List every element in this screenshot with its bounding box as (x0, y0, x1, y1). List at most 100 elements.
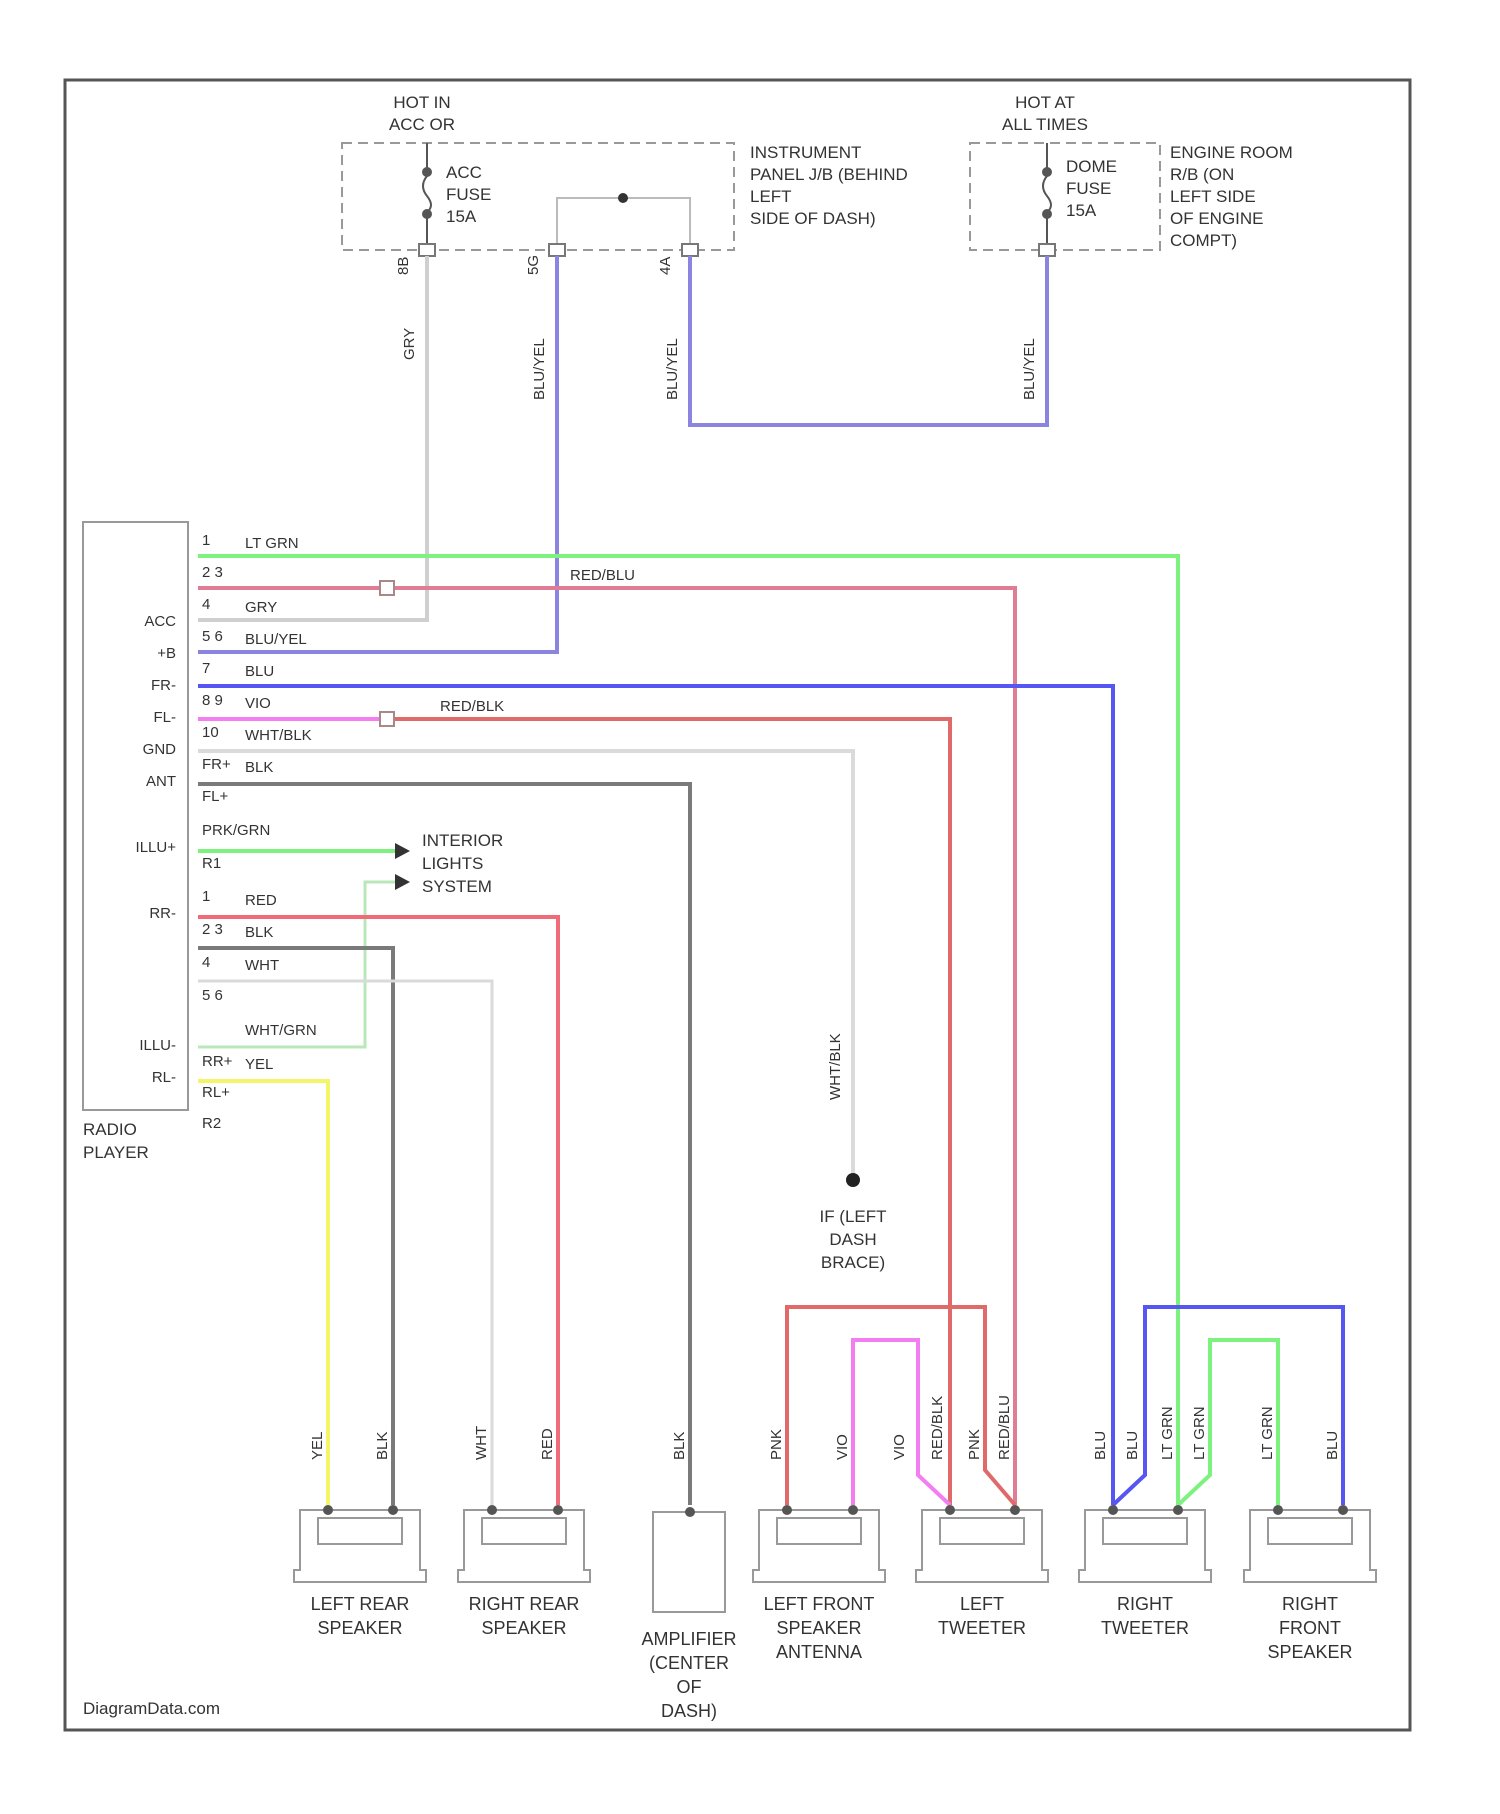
radio-wire-red-blu: RED/BLU (570, 567, 635, 584)
rt-wire-4: LT GRN (1191, 1406, 1208, 1460)
side-label-gnd: GND (143, 741, 177, 758)
ip-jb-internal-bus (557, 193, 690, 248)
lt-wire-1: VIO (891, 1434, 908, 1460)
ipjb-line-4: SIDE OF DASH) (750, 209, 876, 228)
speaker-icon (1244, 1510, 1376, 1582)
ground-line-2: DASH (829, 1230, 876, 1249)
acc-fuse-label: ACC FUSE 15A (446, 163, 491, 226)
ipjb-line-1: INSTRUMENT (750, 143, 861, 162)
side-label-illu-minus: ILLU- (139, 1037, 176, 1054)
engine-room-relay-block (970, 143, 1160, 250)
side-label-rr-minus: RR- (149, 905, 176, 922)
lfs-wire-1: PNK (768, 1429, 785, 1460)
component-right-front-speaker: RIGHT FRONT SPEAKER (1267, 1594, 1352, 1662)
radio-pin-rr-plus: RR+ (202, 1053, 233, 1070)
speaker-icon (753, 1510, 885, 1582)
radio-wire-red: RED (245, 892, 277, 909)
rfs-caption-2: FRONT (1279, 1618, 1341, 1638)
rt-wire-3: LT GRN (1159, 1406, 1176, 1460)
component-left-rear-speaker: LEFT REAR SPEAKER (311, 1594, 410, 1638)
lt-wire-3: PNK (966, 1429, 983, 1460)
component-left-front-speaker-antenna: LEFT FRONT SPEAKER ANTENNA (764, 1594, 875, 1662)
interior-line-1: INTERIOR (422, 831, 503, 850)
wire-blu-main (198, 686, 1113, 1505)
rr-caption-1: RIGHT REAR (469, 1594, 580, 1614)
radio-caption-line-1: RADIO (83, 1120, 137, 1139)
radio-pin-2-3: 2 3 (202, 564, 223, 581)
wire-b1-label: BLU/YEL (531, 338, 548, 400)
pin-b1-label: 5G (525, 255, 542, 275)
engine-line-2: R/B (ON (1170, 165, 1234, 184)
rr-caption-2: SPEAKER (481, 1618, 566, 1638)
amplifier-box (653, 1512, 725, 1612)
radio-pin-1b: 1 (202, 888, 210, 905)
dome-fuse-label: DOME FUSE 15A (1066, 157, 1117, 220)
lfs-caption-2: SPEAKER (776, 1618, 861, 1638)
speaker-icon (916, 1510, 1048, 1582)
ground-line-1: IF (LEFT (819, 1207, 886, 1226)
radio-wire-blk-2: BLK (245, 924, 273, 941)
radio-wire-lt-grn: LT GRN (245, 535, 299, 552)
hot-acc-line-2: ACC OR (389, 115, 455, 134)
interior-lights-arrows (395, 843, 410, 890)
engine-room-caption: ENGINE ROOM R/B (ON LEFT SIDE OF ENGINE … (1170, 143, 1293, 250)
component-wire-labels: YEL BLK WHT RED BLK PNK VIO VIO RED/BLK … (309, 1395, 1341, 1460)
side-label-ant: ANT (146, 773, 176, 790)
side-label-fr-minus: FR- (151, 677, 176, 694)
speaker-icon (294, 1510, 426, 1582)
lr-wire-1: YEL (309, 1432, 326, 1460)
interior-line-3: SYSTEM (422, 877, 492, 896)
ground-caption: IF (LEFT DASH BRACE) (819, 1207, 886, 1272)
hot-all-times-label: HOT AT ALL TIMES (1002, 93, 1088, 134)
wire-wht-blk-ground (198, 751, 853, 1175)
rr-wire-2: RED (539, 1428, 556, 1460)
radio-pin-7: 7 (202, 660, 210, 677)
amp-caption-1: AMPLIFIER (641, 1629, 736, 1649)
radio-player-caption: RADIO PLAYER (83, 1120, 149, 1162)
inline-connector-1 (380, 581, 394, 595)
rt-wire-2: BLU (1124, 1431, 1141, 1460)
radio-wire-yel: YEL (245, 1056, 273, 1073)
interior-line-2: LIGHTS (422, 854, 483, 873)
dome-fuse-line-2: FUSE (1066, 179, 1111, 198)
wire-acc-label: GRY (401, 328, 418, 360)
lr-wire-2: BLK (374, 1432, 391, 1460)
ip-jb-caption: INSTRUMENT PANEL J/B (BEHIND LEFT SIDE O… (750, 143, 908, 228)
amp-caption-4: DASH) (661, 1701, 717, 1721)
side-label-fl-minus: FL- (154, 709, 177, 726)
amp-caption-3: OF (677, 1677, 702, 1697)
rfs-wire-2: BLU (1324, 1431, 1341, 1460)
speaker-icons (294, 1510, 1376, 1582)
radio-pin-fr-plus: FR+ (202, 756, 231, 773)
pin-b2-label: 4A (657, 257, 674, 275)
rt-wire-1: BLU (1092, 1431, 1109, 1460)
component-left-tweeter: LEFT TWEETER (938, 1594, 1026, 1638)
amp-caption-2: (CENTER (649, 1653, 729, 1673)
rr-wire-1: WHT (473, 1426, 490, 1460)
pin-acc-label: 8B (395, 257, 412, 275)
speaker-icon (1079, 1510, 1211, 1582)
wire-wht-rr (198, 981, 492, 1505)
radio-wire-labels: LT GRN RED/BLU GRY BLU/YEL BLU VIO RED/B… (245, 535, 635, 1073)
radio-pin-5-6: 5 6 (202, 628, 223, 645)
lr-caption-2: SPEAKER (317, 1618, 402, 1638)
side-label-illu-plus: ILLU+ (136, 839, 177, 856)
lt-wire-4: RED/BLU (996, 1395, 1013, 1460)
ground-wire-label: WHT/BLK (827, 1033, 844, 1100)
lt-caption-2: TWEETER (938, 1618, 1026, 1638)
dome-fuse-line-3: 15A (1066, 201, 1097, 220)
jb-connector-pins (419, 244, 1055, 256)
radio-pin-4b: 4 (202, 954, 210, 971)
wire-gry-acc (198, 256, 427, 620)
radio-wire-wht-blk: WHT/BLK (245, 727, 312, 744)
hot-in-acc-label: HOT IN ACC OR (389, 93, 455, 134)
interior-lights-label: INTERIOR LIGHTS SYSTEM (422, 831, 503, 896)
radio-wire-blu: BLU (245, 663, 274, 680)
inline-connector-2 (380, 712, 394, 726)
side-label-acc: ACC (144, 613, 176, 630)
wire-red-rr (198, 917, 558, 1505)
radio-wire-red-blk: RED/BLK (440, 698, 504, 715)
radio-pin-r2: R2 (202, 1115, 221, 1132)
radio-wire-wht-grn: WHT/GRN (245, 1022, 317, 1039)
